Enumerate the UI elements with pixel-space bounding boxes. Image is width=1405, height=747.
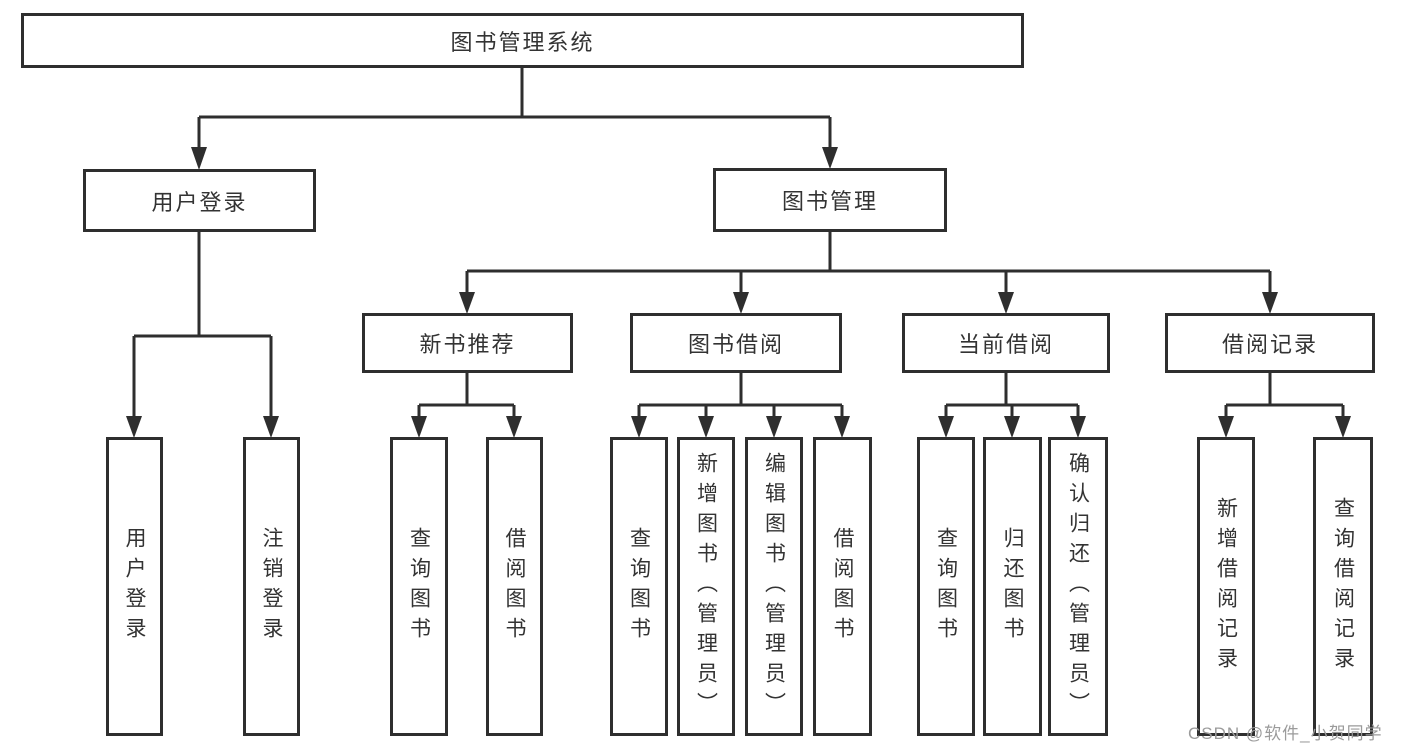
leaf-borrow-books-recommend: 借阅图书 [486,437,543,736]
leaf-borrow-books: 借阅图书 [813,437,872,736]
node-book-borrow: 图书借阅 [630,313,842,373]
leaf-query-books-recommend: 查询图书 [390,437,448,736]
node-book-management: 图书管理 [713,168,947,232]
leaf-query-books-borrow: 查询图书 [610,437,668,736]
leaf-confirm-return-admin: 确认归还（管理员） [1048,437,1108,736]
leaf-query-books-current: 查询图书 [917,437,975,736]
node-root-system: 图书管理系统 [21,13,1024,68]
node-new-book-recommend: 新书推荐 [362,313,573,373]
watermark: CSDN @软件_小贺同学 [1188,724,1383,743]
node-borrow-records: 借阅记录 [1165,313,1375,373]
leaf-user-login: 用户登录 [106,437,163,736]
leaf-add-book-admin: 新增图书（管理员） [677,437,735,736]
node-current-borrow: 当前借阅 [902,313,1110,373]
leaf-edit-book-admin: 编辑图书（管理员） [745,437,803,736]
node-user-login: 用户登录 [83,169,316,232]
leaf-logout: 注销登录 [243,437,300,736]
leaf-return-book: 归还图书 [983,437,1042,736]
leaf-query-borrow-record: 查询借阅记录 [1313,437,1373,736]
leaf-add-borrow-record: 新增借阅记录 [1197,437,1255,736]
